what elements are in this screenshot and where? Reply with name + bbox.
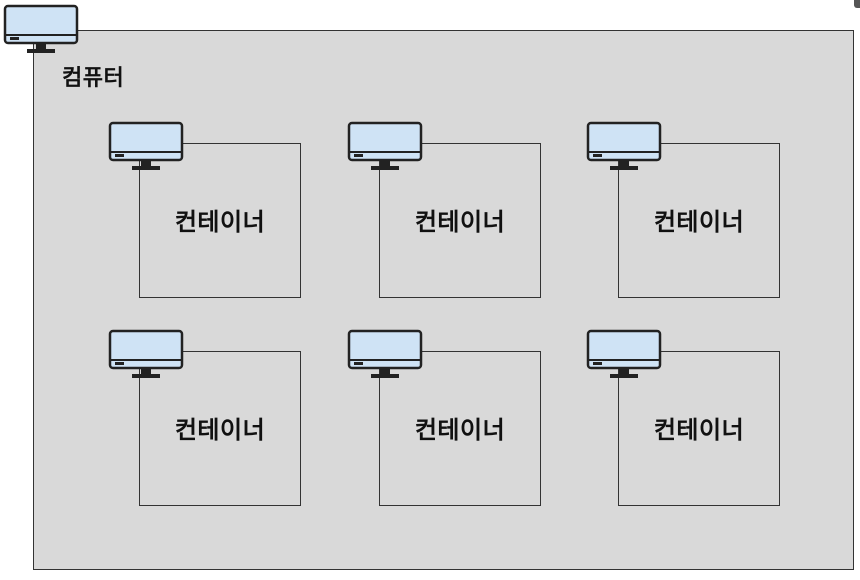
container-label: 컨테이너 (414, 416, 506, 444)
container-box-1: 컨테이너 (139, 143, 301, 298)
container-label: 컨테이너 (174, 416, 266, 444)
monitor-icon (108, 121, 184, 177)
container-box-3: 컨테이너 (618, 143, 780, 298)
computer-label: 컴퓨터 (62, 66, 125, 91)
monitor-icon (3, 4, 79, 60)
container-box-4: 컨테이너 (139, 351, 301, 506)
container-box-6: 컨테이너 (618, 351, 780, 506)
monitor-icon (586, 121, 662, 177)
monitor-icon (586, 329, 662, 385)
container-label: 컨테이너 (174, 208, 266, 236)
container-box-5: 컨테이너 (379, 351, 541, 506)
corner-decoration (854, 0, 860, 8)
container-box-2: 컨테이너 (379, 143, 541, 298)
monitor-icon (347, 121, 423, 177)
monitor-icon (347, 329, 423, 385)
monitor-icon (108, 329, 184, 385)
container-label: 컨테이너 (653, 208, 745, 236)
container-label: 컨테이너 (653, 416, 745, 444)
container-label: 컨테이너 (414, 208, 506, 236)
